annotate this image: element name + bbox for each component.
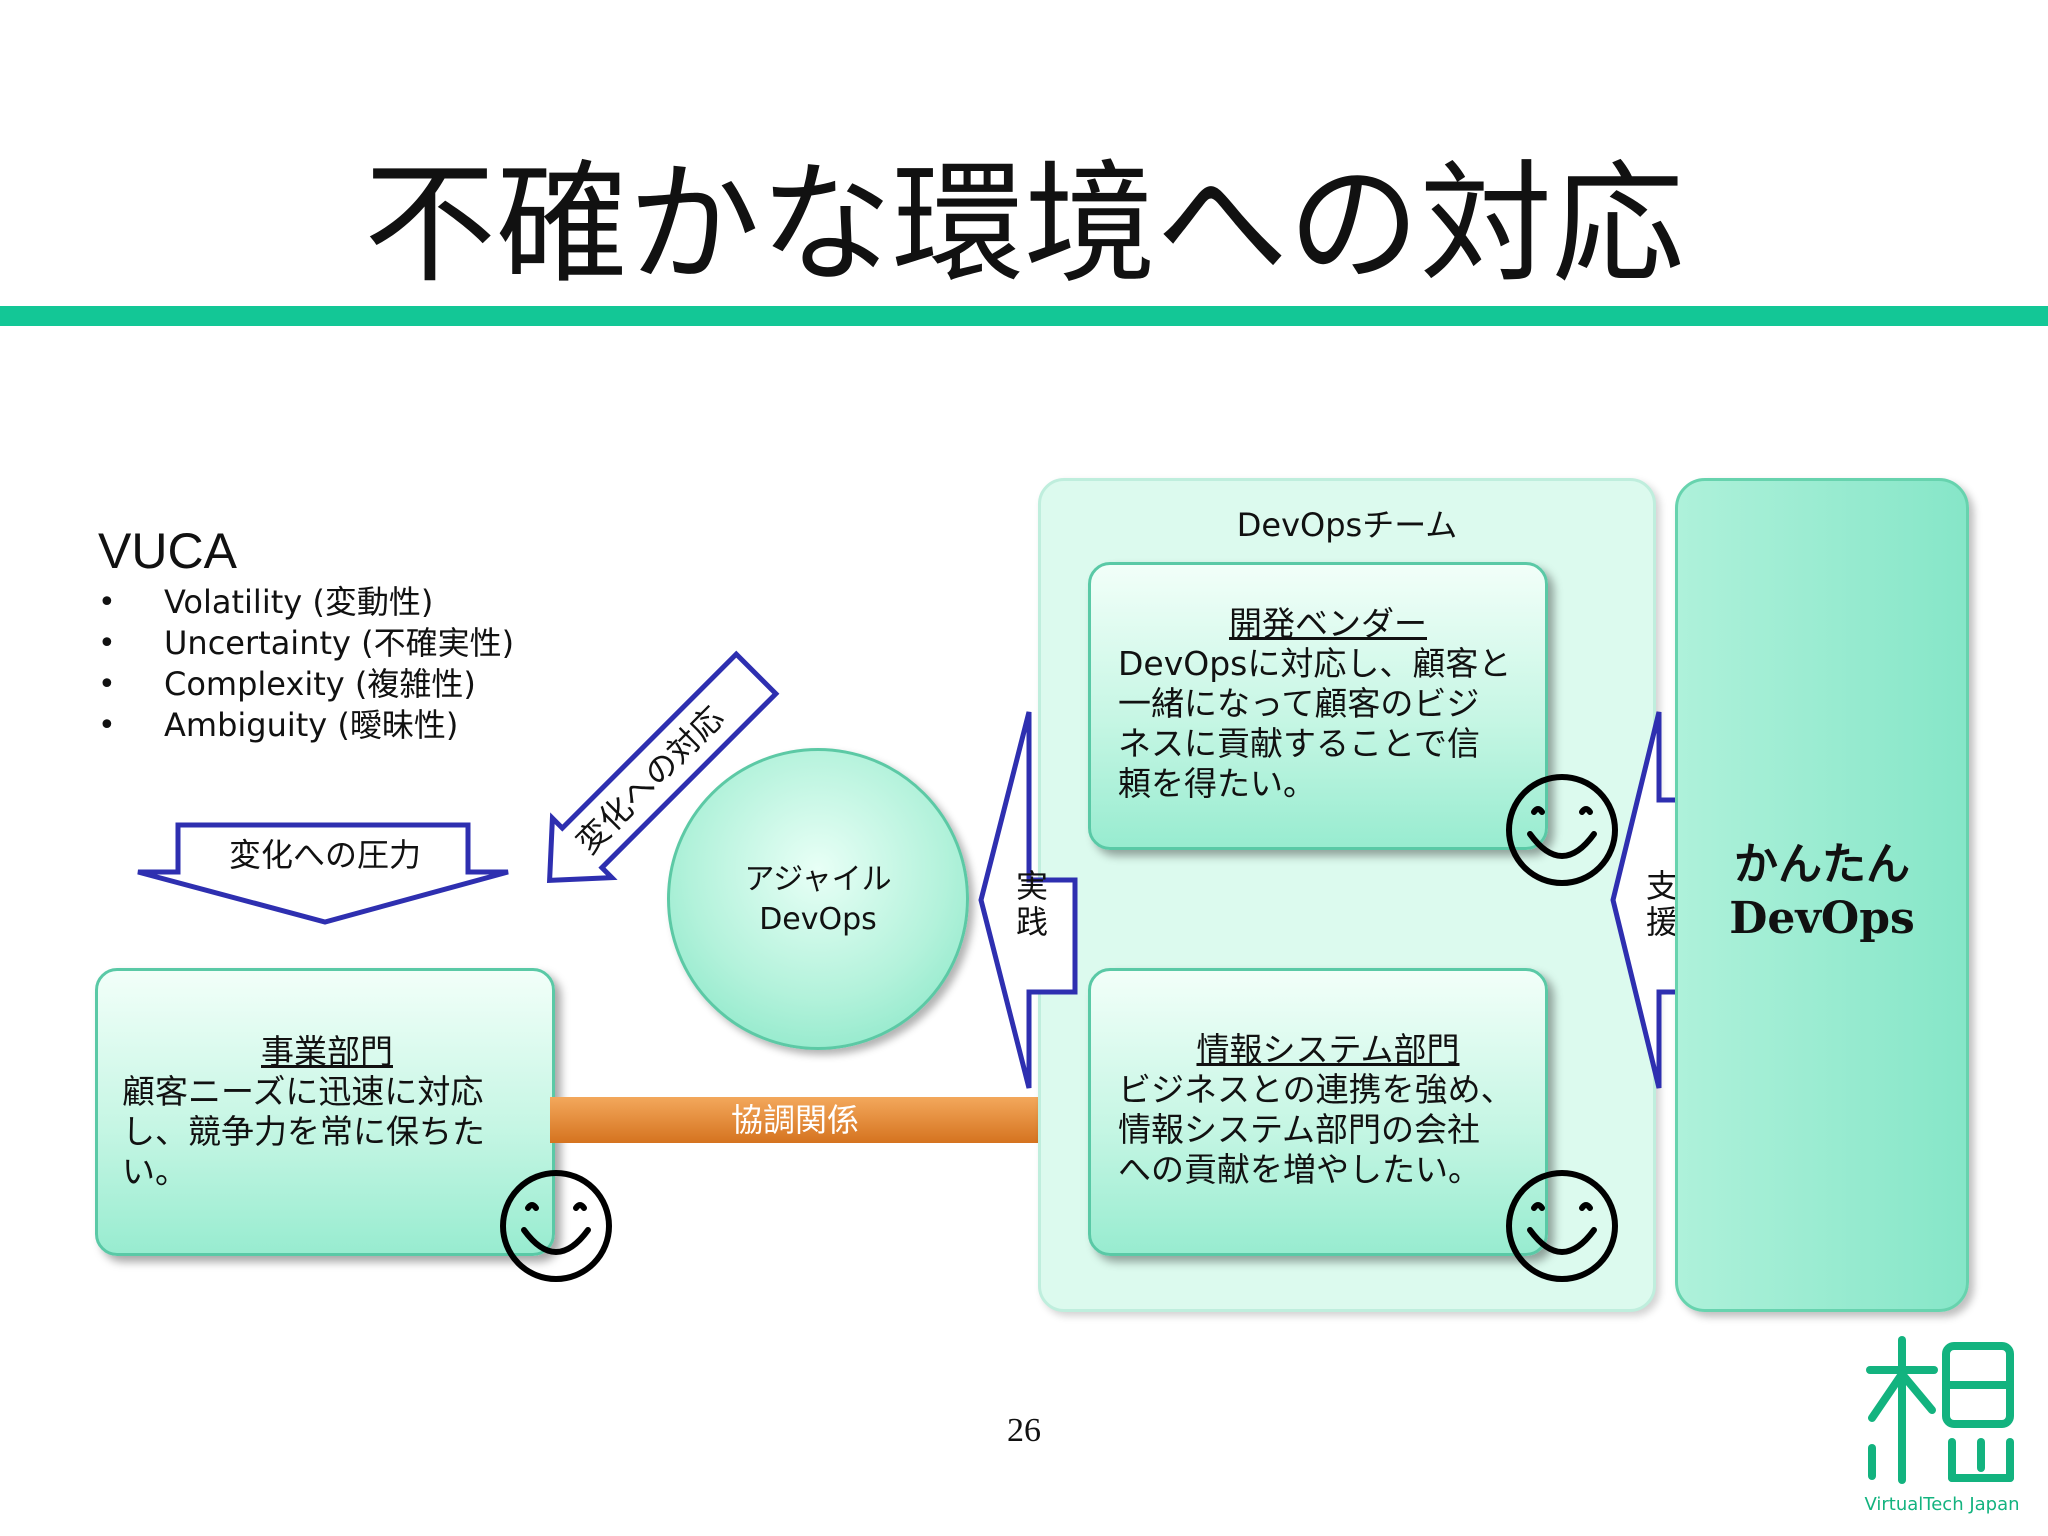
text-line: ビジネスとの連携を強め、 [1118, 1070, 1514, 1109]
text-line: 情報システム部門の会社 [1118, 1110, 1481, 1149]
text-line: 一緒になって顧客のビジ [1118, 684, 1480, 723]
agile-devops-circle [667, 748, 969, 1050]
smiley-face-icon [1506, 774, 1618, 886]
text-line: 頼を得たい。 [1118, 764, 1316, 803]
smiley-face-icon [500, 1170, 612, 1282]
devops-team-label: DevOpsチーム [1236, 506, 1458, 544]
response-arrow-icon [546, 650, 780, 884]
text-line: ネスに貢献することで信 [1118, 724, 1481, 763]
collaboration-bar [550, 1097, 1040, 1143]
vuca-item: Complexity (複雑性) [164, 665, 476, 703]
list-item: • Complexity (複雑性) [98, 664, 514, 705]
text-line: への貢献を増やしたい。 [1118, 1150, 1481, 1189]
is-dept-heading: 情報システム部門 [1196, 1030, 1460, 1069]
text-line: DevOpsに対応し、顧客と [1118, 644, 1512, 683]
vuca-list: • Volatility (変動性) • Uncertainty (不確実性) • C… [98, 582, 514, 746]
business-dept-box [95, 968, 555, 1256]
label-char: 実 [1015, 867, 1048, 905]
list-item: • Volatility (変動性) [98, 582, 514, 623]
text-line: い。 [122, 1152, 188, 1191]
slide-title: 不確かな環境への対応 [364, 148, 1684, 302]
circle-line: アジャイル [744, 862, 892, 897]
vendor-heading: 開発ベンダー [1229, 604, 1427, 643]
vuca-item: Uncertainty (不確実性) [164, 624, 515, 662]
list-item: • Uncertainty (不確実性) [98, 623, 514, 664]
vendor-text: 開発ベンダー DevOpsに対応し、顧客と 一緒になって顧客のビジ ネスに貢献す… [1118, 604, 1538, 804]
vtj-kanji-logo-icon [1866, 1336, 2014, 1484]
pressure-arrow-icon [137, 822, 509, 925]
kantan-devops-box [1675, 478, 1969, 1312]
title-divider [0, 306, 2048, 326]
list-item: • Ambiguity (曖昧性) [98, 705, 514, 746]
bullet: • [98, 585, 116, 620]
smiley-face-icon [1506, 1170, 1618, 1282]
pressure-arrow-label: 変化への圧力 [228, 836, 421, 874]
collaboration-label: 協調関係 [730, 1101, 859, 1139]
vuca-heading: VUCA [98, 523, 237, 579]
page-number: 26 [1007, 1412, 1041, 1449]
agile-devops-label: アジャイル DevOps [667, 860, 969, 940]
bullet: • [98, 626, 116, 661]
business-dept-text: 事業部門 顧客ニーズに迅速に対応 し、競争力を常に保ちた い。 [122, 1032, 532, 1192]
is-dept-box [1088, 968, 1548, 1256]
label-char: 援 [1645, 903, 1678, 941]
practice-arrow-label: 実 践 [1012, 868, 1052, 940]
circle-line: DevOps [759, 902, 877, 937]
text-line: し、競争力を常に保ちた [122, 1112, 485, 1151]
kantan-line: DevOps [1729, 893, 1915, 944]
vuca-item: Volatility (変動性) [164, 583, 434, 621]
label-char: 践 [1015, 903, 1048, 941]
business-dept-heading: 事業部門 [261, 1032, 393, 1071]
text-line: 顧客ニーズに迅速に対応 [122, 1072, 484, 1111]
kantan-line: かんたん [1734, 839, 1910, 890]
vendor-box [1088, 562, 1548, 850]
is-dept-text: 情報システム部門 ビジネスとの連携を強め、 情報システム部門の会社 への貢献を増… [1118, 1030, 1538, 1190]
logo-caption: VirtualTech Japan [1864, 1494, 2020, 1515]
support-arrow-label: 支 援 [1642, 868, 1682, 940]
label-char: 支 [1645, 867, 1678, 905]
practice-arrow-icon [978, 711, 1078, 1089]
bullet: • [98, 708, 116, 743]
vuca-item: Ambiguity (曖昧性) [164, 706, 459, 744]
kantan-devops-label: かんたん DevOps [1675, 838, 1969, 946]
bullet: • [98, 667, 116, 702]
